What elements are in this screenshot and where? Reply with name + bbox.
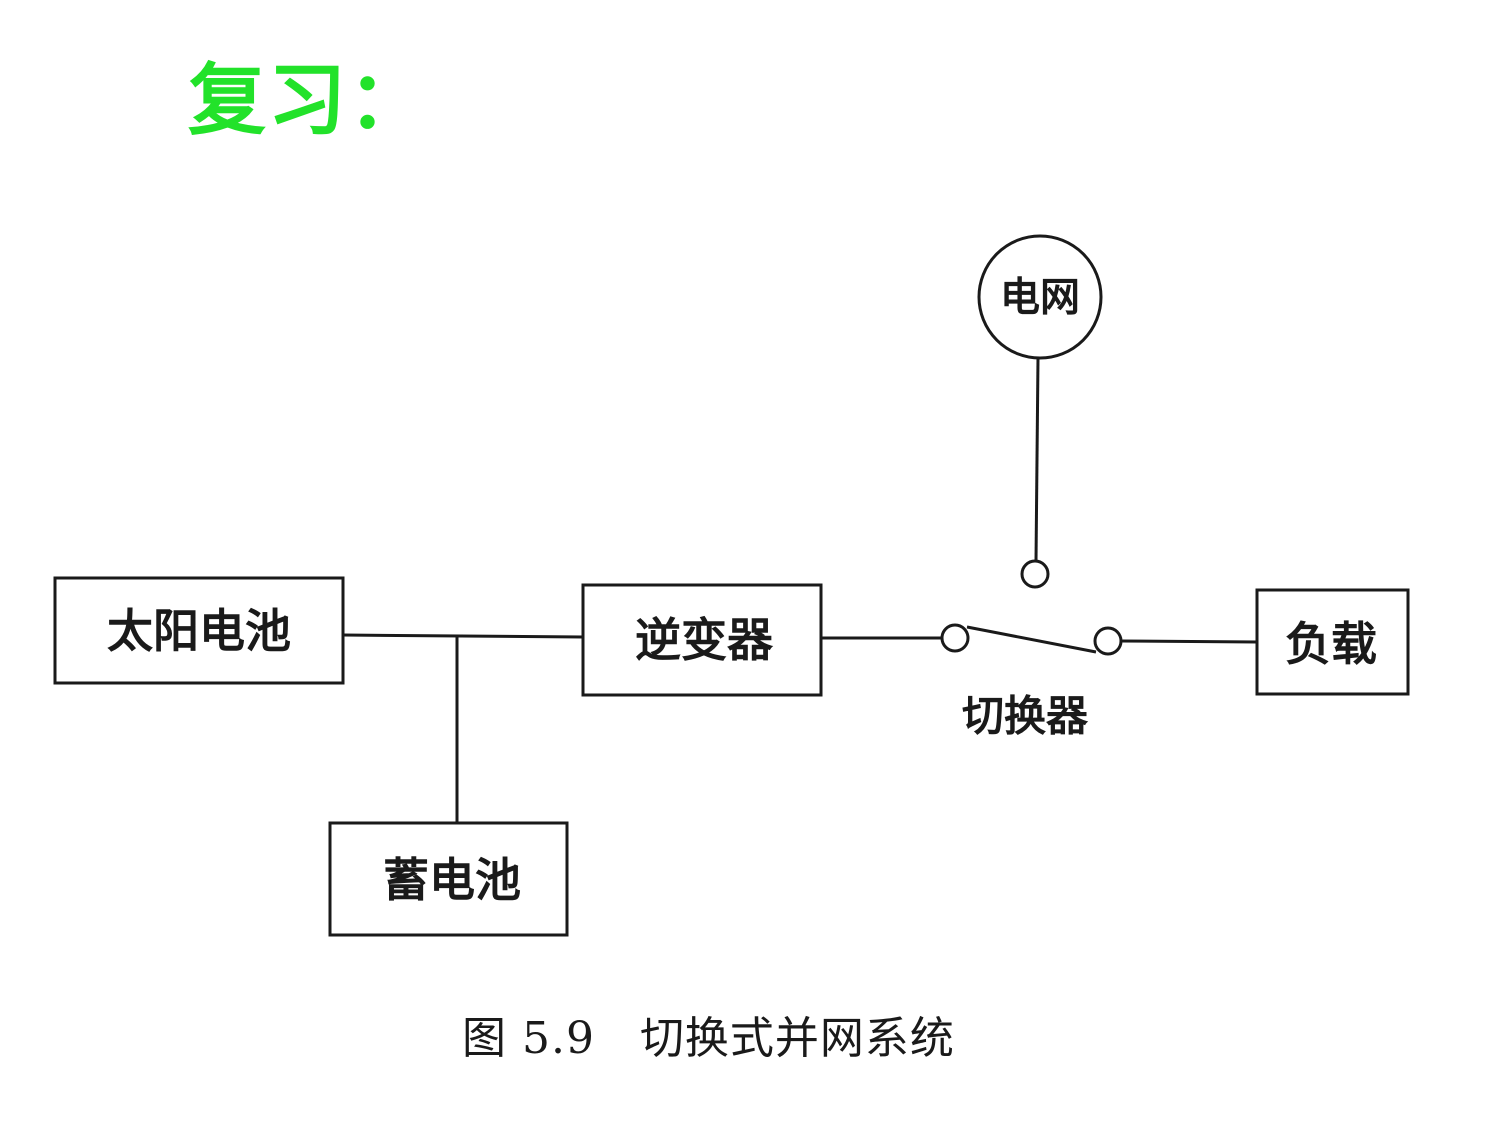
- grid-to-switch-line: [1034, 357, 1040, 562]
- solar-to-inverter-line: [342, 633, 584, 639]
- figure-title: 切换式并网系统: [639, 1013, 955, 1064]
- grid-circle: [977, 234, 1103, 360]
- switch-blade: [966, 625, 1097, 654]
- solar-cell-label: 太阳电池: [107, 604, 291, 658]
- switch-label: 切换器: [962, 692, 1089, 741]
- inverter-label: 逆变器: [635, 613, 774, 667]
- caption-gap: [595, 1013, 640, 1064]
- grid-label: 电网: [1000, 274, 1080, 321]
- switch-to-load-line: [1120, 639, 1258, 644]
- figure-number: 图 5.9: [462, 1013, 595, 1064]
- figure-caption: 图 5.9 切换式并网系统: [462, 1002, 955, 1066]
- inverter-block: [581, 583, 823, 697]
- battery-label: 蓄电池: [383, 853, 521, 907]
- load-label: 负载: [1285, 617, 1377, 671]
- switch-terminal-load: [1093, 626, 1123, 656]
- battery-block: [328, 821, 569, 937]
- switch-terminal-inverter: [940, 623, 970, 653]
- switch-terminal-grid: [1020, 559, 1050, 589]
- slide-heading: 复习：: [188, 56, 429, 146]
- solar-cell-block: [53, 576, 345, 685]
